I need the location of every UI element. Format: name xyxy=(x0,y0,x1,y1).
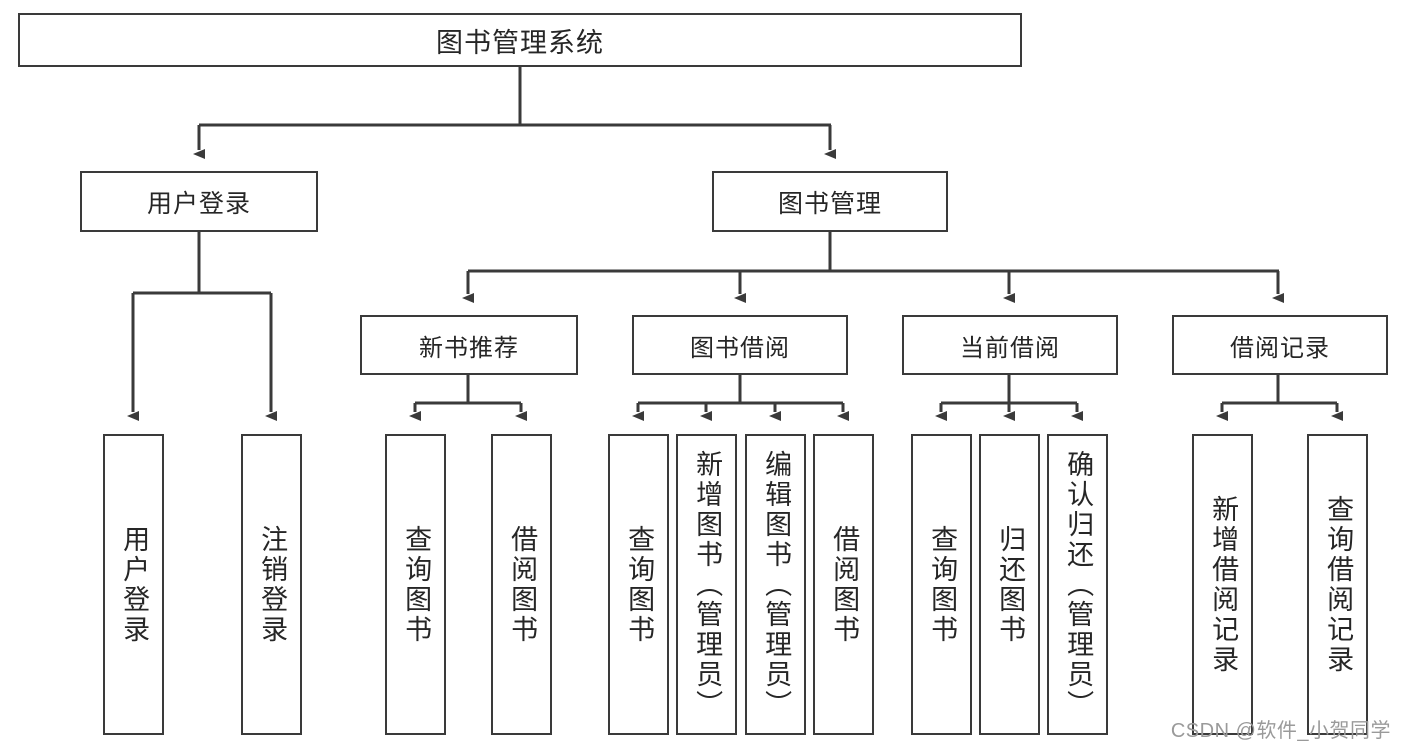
node-label: 查询图书 xyxy=(401,524,432,645)
node-label: 新增借阅记录 xyxy=(1208,494,1239,675)
node-borrow-record[interactable]: 借阅记录 xyxy=(1172,315,1388,375)
node-current-borrow[interactable]: 当前借阅 xyxy=(902,315,1118,375)
node-label: 归还图书 xyxy=(995,524,1026,645)
node-leaf-return-book[interactable]: 归还图书 xyxy=(979,434,1040,735)
node-label: 当前借阅 xyxy=(960,334,1060,362)
node-leaf-query-record[interactable]: 查询借阅记录 xyxy=(1307,434,1368,735)
node-book-borrow[interactable]: 图书借阅 xyxy=(632,315,848,375)
node-label: 图书管理 xyxy=(777,189,882,218)
node-leaf-query-book-1[interactable]: 查询图书 xyxy=(385,434,446,735)
node-user-login[interactable]: 用户登录 xyxy=(80,171,318,232)
node-new-book-recommend[interactable]: 新书推荐 xyxy=(360,315,578,375)
node-label: 新增图书（管理员） xyxy=(692,449,723,720)
node-leaf-borrow-book-2[interactable]: 借阅图书 xyxy=(813,434,874,735)
node-leaf-query-book-3[interactable]: 查询图书 xyxy=(911,434,972,735)
csdn-watermark: CSDN @软件_小贺同学 xyxy=(1170,720,1391,742)
node-root-system[interactable]: 图书管理系统 xyxy=(18,13,1022,67)
node-label: 确认归还（管理员） xyxy=(1063,449,1094,720)
node-label: 查询借阅记录 xyxy=(1323,494,1354,675)
node-label: 图书借阅 xyxy=(690,334,790,362)
node-leaf-confirm-return[interactable]: 确认归还（管理员） xyxy=(1047,434,1108,735)
node-label: 查询图书 xyxy=(927,524,958,645)
node-label: 借阅图书 xyxy=(829,524,860,645)
node-label: 新书推荐 xyxy=(419,334,519,362)
node-label: 注销登录 xyxy=(257,524,288,645)
node-leaf-borrow-book-1[interactable]: 借阅图书 xyxy=(491,434,552,735)
node-leaf-edit-book[interactable]: 编辑图书（管理员） xyxy=(745,434,806,735)
node-label: 借阅图书 xyxy=(507,524,538,645)
node-book-manage[interactable]: 图书管理 xyxy=(712,171,948,232)
node-leaf-add-record[interactable]: 新增借阅记录 xyxy=(1192,434,1253,735)
node-leaf-add-book[interactable]: 新增图书（管理员） xyxy=(676,434,737,735)
node-label: 图书管理系统 xyxy=(436,27,604,58)
node-label: 借阅记录 xyxy=(1230,334,1330,362)
node-leaf-user-logout[interactable]: 注销登录 xyxy=(241,434,302,735)
node-label: 查询图书 xyxy=(624,524,655,645)
node-leaf-query-book-2[interactable]: 查询图书 xyxy=(608,434,669,735)
node-label: 用户登录 xyxy=(146,189,251,218)
node-label: 用户登录 xyxy=(119,524,150,645)
node-leaf-user-login[interactable]: 用户登录 xyxy=(103,434,164,735)
node-label: 编辑图书（管理员） xyxy=(761,449,792,720)
